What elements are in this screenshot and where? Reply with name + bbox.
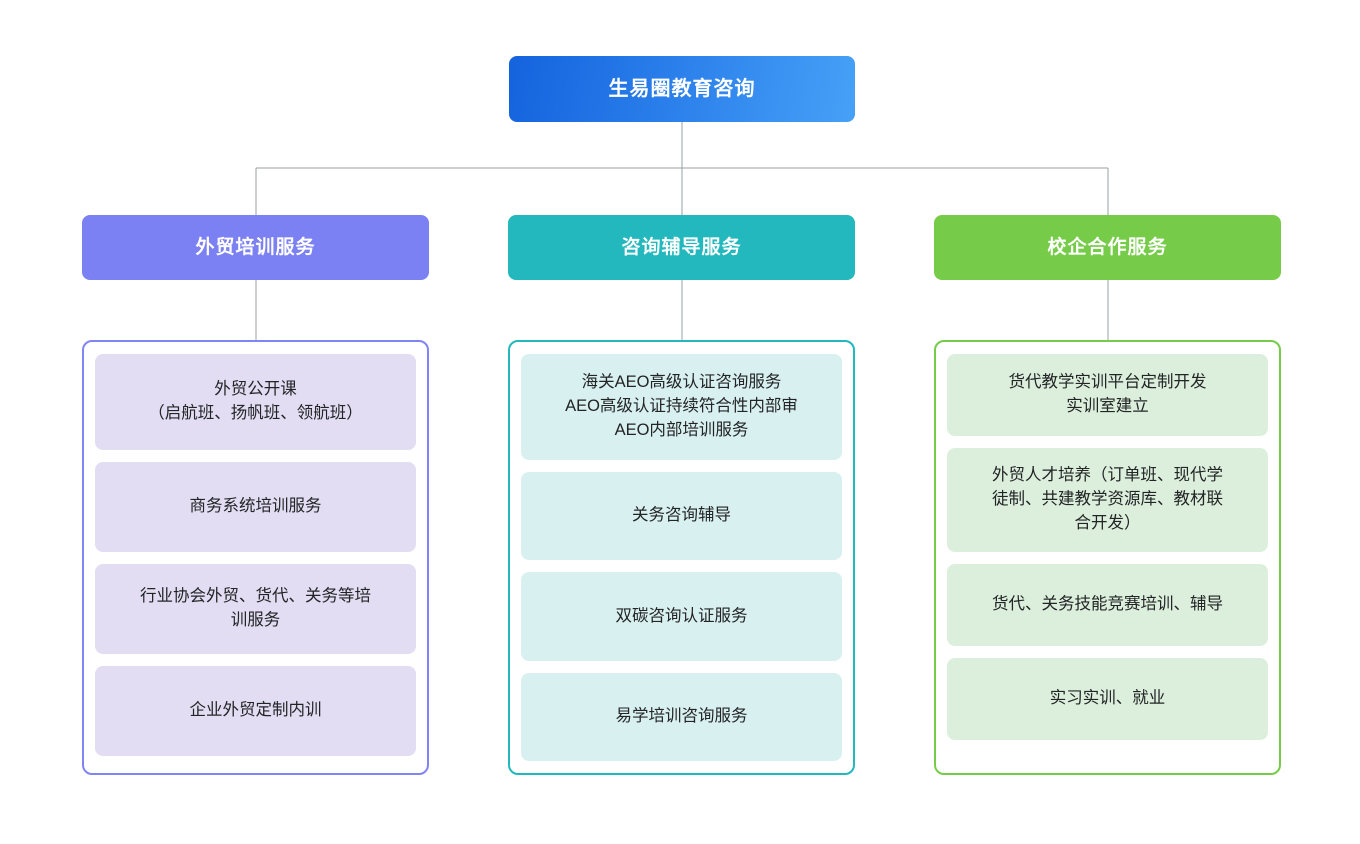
service-card-text: 关务咨询辅导 [632, 504, 731, 528]
branch-header-label: 外贸培训服务 [195, 237, 316, 258]
service-card-line: 训服务 [230, 611, 281, 629]
service-card-line: 徒制、共建教学资源库、教材联 [992, 490, 1223, 509]
service-card-line: 实训室建立 [1066, 397, 1149, 415]
branch-column-school-enterprise: 校企合作服务 货代教学实训平台定制开发 实训室建立 外贸人才培养（订单班、现代学… [934, 215, 1281, 775]
branch-header-label: 咨询辅导服务 [621, 237, 742, 258]
service-card-line: 实习实训、就业 [1049, 689, 1166, 708]
service-card-line: 商务系统培训服务 [189, 497, 322, 516]
branch-header-training[interactable]: 外贸培训服务 [82, 215, 429, 280]
service-card[interactable]: 实习实训、就业 [947, 658, 1268, 740]
service-card-line: 海关AEO高级认证咨询服务 [581, 373, 782, 392]
service-card-line: 企业外贸定制内训 [189, 701, 322, 720]
service-card-line: （启航班、扬帆班、领航班） [148, 404, 363, 422]
service-card[interactable]: 货代教学实训平台定制开发 实训室建立 [947, 354, 1268, 436]
branch-header-school-enterprise[interactable]: 校企合作服务 [934, 215, 1281, 280]
service-card-text: 外贸公开课 （启航班、扬帆班、领航班） [148, 378, 363, 426]
service-card-text: 易学培训咨询服务 [616, 705, 748, 729]
service-card-text: 企业外贸定制内训 [190, 699, 322, 723]
branch-items-container-school-enterprise: 货代教学实训平台定制开发 实训室建立 外贸人才培养（订单班、现代学 徒制、共建教… [934, 340, 1281, 775]
root-node-label: 生易圈教育咨询 [608, 78, 756, 100]
service-card-text: 双碳咨询认证服务 [616, 605, 748, 629]
service-card-line: 货代教学实训平台定制开发 [1008, 373, 1207, 392]
service-card[interactable]: 海关AEO高级认证咨询服务 AEO高级认证持续符合性内部审 AEO内部培训服务 [521, 354, 842, 460]
service-card-line: 易学培训咨询服务 [615, 706, 748, 725]
service-card[interactable]: 行业协会外贸、货代、关务等培 训服务 [95, 564, 416, 654]
service-card-text: 商务系统培训服务 [190, 495, 322, 519]
service-card-line: 外贸人才培养（订单班、现代学 [992, 466, 1223, 485]
root-node[interactable]: 生易圈教育咨询 [509, 56, 855, 122]
service-card-line: 外贸公开课 [214, 380, 297, 399]
branch-items-container-training: 外贸公开课 （启航班、扬帆班、领航班） 商务系统培训服务 行业协会外贸、货代、关… [82, 340, 429, 775]
service-card-line: 货代、关务技能竞赛培训、辅导 [992, 595, 1223, 614]
service-card-text: 货代教学实训平台定制开发 实训室建立 [1009, 371, 1207, 419]
service-card[interactable]: 货代、关务技能竞赛培训、辅导 [947, 564, 1268, 646]
branch-column-consulting: 咨询辅导服务 海关AEO高级认证咨询服务 AEO高级认证持续符合性内部审 AEO… [508, 215, 855, 775]
service-card-line: 关务咨询辅导 [632, 506, 731, 525]
service-card[interactable]: 关务咨询辅导 [521, 471, 842, 561]
service-card-text: 海关AEO高级认证咨询服务 AEO高级认证持续符合性内部审 AEO内部培训服务 [565, 371, 798, 443]
service-card-text: 实习实训、就业 [1050, 687, 1166, 711]
service-card[interactable]: 外贸公开课 （启航班、扬帆班、领航班） [95, 354, 416, 450]
service-card-line: AEO高级认证持续符合性内部审 [565, 397, 798, 416]
branch-column-training: 外贸培训服务 外贸公开课 （启航班、扬帆班、领航班） 商务系统培训服务 行业协会… [82, 215, 429, 775]
service-card-line: 合开发） [1074, 513, 1141, 532]
service-card-line: AEO内部培训服务 [614, 420, 749, 439]
service-card-line: 双碳咨询认证服务 [615, 606, 748, 625]
service-card-line: 行业协会外贸、货代、关务等培 [140, 587, 371, 606]
service-card[interactable]: 外贸人才培养（订单班、现代学 徒制、共建教学资源库、教材联 合开发） [947, 448, 1268, 552]
service-card-text: 外贸人才培养（订单班、现代学 徒制、共建教学资源库、教材联 合开发） [992, 464, 1223, 536]
service-card-text: 货代、关务技能竞赛培训、辅导 [992, 593, 1223, 617]
service-card[interactable]: 企业外贸定制内训 [95, 666, 416, 756]
branch-header-consulting[interactable]: 咨询辅导服务 [508, 215, 855, 280]
service-card-text: 行业协会外贸、货代、关务等培 训服务 [140, 585, 371, 633]
branch-header-label: 校企合作服务 [1047, 237, 1168, 258]
service-card[interactable]: 商务系统培训服务 [95, 462, 416, 552]
service-card[interactable]: 易学培训咨询服务 [521, 672, 842, 761]
service-card[interactable]: 双碳咨询认证服务 [521, 572, 842, 661]
branch-items-container-consulting: 海关AEO高级认证咨询服务 AEO高级认证持续符合性内部审 AEO内部培训服务 … [508, 340, 855, 775]
